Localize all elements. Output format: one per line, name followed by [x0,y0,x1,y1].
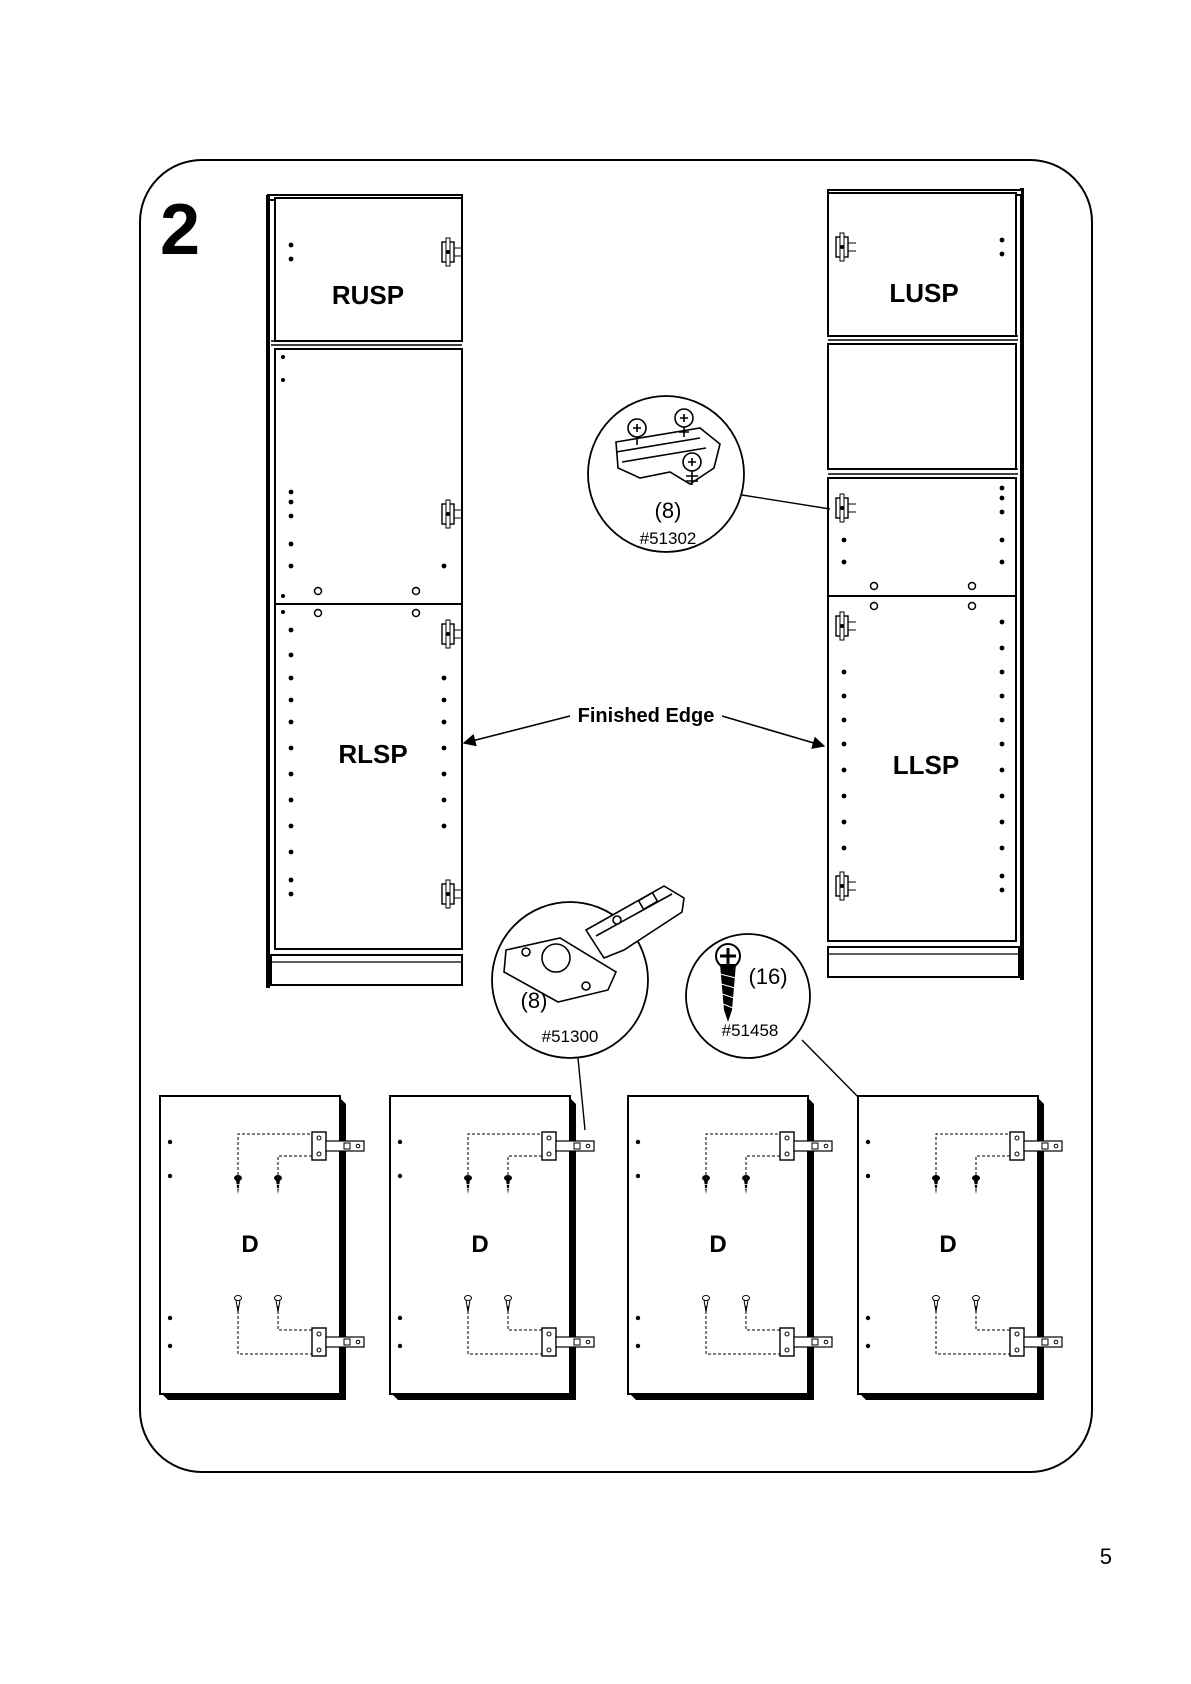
door-panel [160,1096,364,1400]
door-label: D [471,1231,488,1258]
door-label: D [709,1231,726,1258]
door-label: D [241,1231,258,1258]
screw-part-number: #51458 [722,1021,779,1040]
rusp-panel [275,198,462,341]
llsp-upper-section [828,478,1016,596]
hinge-qty: (8) [521,988,548,1013]
lusp-lower-section [828,344,1016,469]
screw-qty: (16) [748,964,787,989]
rusp-label: RUSP [332,280,404,310]
rlsp-label: RLSP [338,739,407,769]
llsp-label: LLSP [893,750,959,780]
door-label: D [939,1231,956,1258]
door-panel [390,1096,594,1400]
page-number: 5 [1100,1544,1112,1569]
bracket-part-number: #51302 [640,529,697,548]
door-panel [858,1096,1062,1400]
step-number: 2 [160,190,200,270]
rlsp-base [271,955,462,985]
hinge-part-number: #51300 [542,1027,599,1046]
llsp-base [828,947,1019,977]
lusp-panel [828,193,1016,336]
lusp-label: LUSP [889,278,958,308]
bracket-qty: (8) [655,498,682,523]
rlsp-panel [275,604,462,949]
finished-edge-label: Finished Edge [578,705,715,727]
door-panel [628,1096,832,1400]
right-side-panels [268,195,462,988]
rusp-lower-section [275,349,462,604]
